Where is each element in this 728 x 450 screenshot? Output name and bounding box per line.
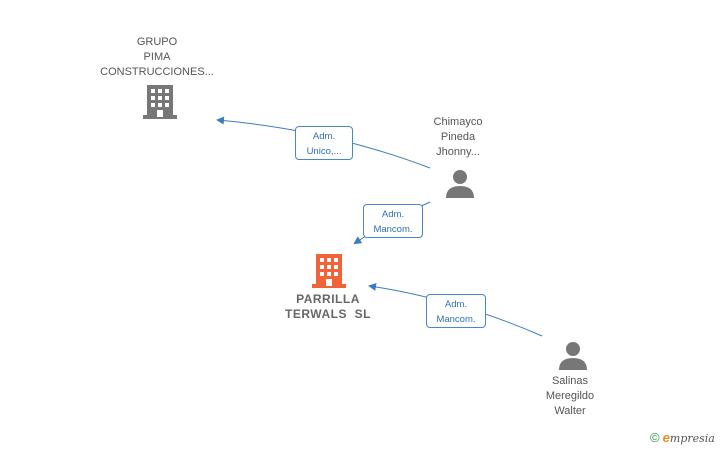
label-line: Mancom. xyxy=(436,314,476,325)
label-line: Chimayco xyxy=(433,116,483,128)
label-line: TERWALS SL xyxy=(285,307,371,321)
label-line: Adm. xyxy=(381,209,405,220)
label-line: PARRILLA xyxy=(296,292,360,306)
edge-label-chimayco-to-grupo[interactable]: Adm. Unico,... xyxy=(295,126,353,160)
label-line: Adm. xyxy=(444,299,468,310)
label-line: Mancom. xyxy=(373,224,413,235)
empresia-watermark: © empresia xyxy=(650,430,715,445)
node-label-parrilla[interactable]: PARRILLA TERWALS SL xyxy=(266,292,390,322)
label-line: Walter xyxy=(554,405,586,417)
label-line: Salinas xyxy=(551,375,589,387)
node-label-salinas[interactable]: Salinas Meregildo Walter xyxy=(520,374,620,419)
label-line: Adm. xyxy=(312,131,336,142)
building-icon[interactable] xyxy=(143,83,177,119)
building-icon[interactable] xyxy=(312,252,346,288)
node-label-grupo-pima[interactable]: GRUPO PIMA CONSTRUCCIONES... xyxy=(92,35,222,80)
label-line: Unico,... xyxy=(306,146,342,157)
edge-label-salinas-to-parrilla[interactable]: Adm. Mancom. xyxy=(426,294,486,328)
brand-name: mpresia xyxy=(669,432,715,445)
person-icon[interactable] xyxy=(445,168,475,198)
brand-initial: e xyxy=(662,430,670,445)
edge-label-chimayco-to-parrilla[interactable]: Adm. Mancom. xyxy=(363,204,423,238)
label-line: Pineda xyxy=(440,131,476,143)
label-line: GRUPO xyxy=(136,36,178,48)
person-icon[interactable] xyxy=(558,340,588,370)
label-line: CONSTRUCCIONES... xyxy=(100,66,214,78)
label-line: Jhonny... xyxy=(436,146,480,158)
node-label-chimayco[interactable]: Chimayco Pineda Jhonny... xyxy=(408,115,508,160)
label-line: Meregildo xyxy=(545,390,595,402)
copyright-icon: © xyxy=(650,430,660,445)
label-line: PIMA xyxy=(143,51,171,63)
